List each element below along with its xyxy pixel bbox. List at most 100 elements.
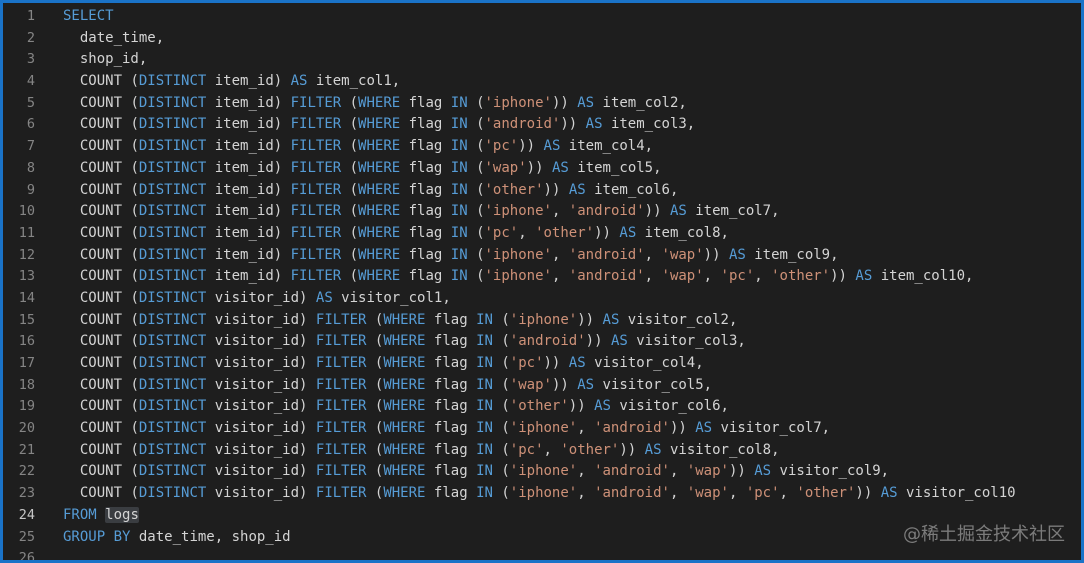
- code-text: COUNT (DISTINCT item_id) FILTER (WHERE f…: [63, 266, 974, 288]
- code-line[interactable]: 19 COUNT (DISTINCT visitor_id) FILTER (W…: [3, 396, 1081, 418]
- sql-token: (: [492, 376, 510, 393]
- sql-token: (: [492, 398, 510, 415]
- sql-token: (: [130, 246, 139, 263]
- sql-keyword: FILTER: [315, 398, 367, 415]
- sql-string: 'iphone': [484, 268, 552, 285]
- sql-keyword: DISTINCT: [138, 159, 207, 176]
- code-text: COUNT (DISTINCT visitor_id) FILTER (WHER…: [63, 440, 780, 462]
- sql-keyword: WHERE: [358, 268, 401, 285]
- sql-token: )): [551, 94, 578, 111]
- sql-token: )): [594, 224, 620, 241]
- sql-keyword: IN: [450, 268, 468, 285]
- code-line[interactable]: 23 COUNT (DISTINCT visitor_id) FILTER (W…: [3, 483, 1081, 505]
- sql-keyword: GROUP BY: [63, 528, 131, 545]
- sql-keyword: WHERE: [358, 181, 401, 198]
- code-line[interactable]: 2 date_time,: [3, 28, 1081, 50]
- sql-token: visitor_id): [206, 485, 316, 502]
- code-line[interactable]: 12 COUNT (DISTINCT item_id) FILTER (WHER…: [3, 245, 1081, 267]
- sql-token: flag: [425, 311, 477, 328]
- sql-token: )): [526, 159, 552, 176]
- sql-keyword: FILTER: [315, 355, 367, 371]
- sql-keyword: IN: [476, 420, 493, 437]
- sql-keyword: FROM: [63, 506, 97, 523]
- sql-token: COUNT: [63, 116, 131, 133]
- code-line[interactable]: 26: [3, 548, 1081, 560]
- line-number: 18: [18, 376, 35, 393]
- sql-string: 'android': [594, 463, 670, 480]
- code-line[interactable]: 6 COUNT (DISTINCT item_id) FILTER (WHERE…: [3, 114, 1081, 136]
- code-line[interactable]: 3 shop_id,: [3, 49, 1081, 71]
- line-number: 12: [18, 246, 35, 263]
- sql-token: (: [366, 355, 384, 371]
- sql-token: (: [130, 398, 139, 415]
- sql-token: ,: [577, 420, 595, 437]
- code-line[interactable]: 7 COUNT (DISTINCT item_id) FILTER (WHERE…: [3, 136, 1081, 158]
- sql-string: 'pc': [745, 485, 780, 502]
- sql-token: )): [703, 246, 729, 263]
- sql-token: visitor_id): [206, 463, 316, 480]
- sql-token: (: [341, 94, 359, 111]
- sql-token: visitor_col4,: [585, 355, 704, 371]
- code-line[interactable]: 11 COUNT (DISTINCT item_id) FILTER (WHER…: [3, 223, 1081, 245]
- code-text: COUNT (DISTINCT visitor_id) FILTER (WHER…: [63, 418, 830, 440]
- sql-keyword: AS: [315, 289, 333, 306]
- sql-string: 'other': [796, 485, 856, 502]
- sql-keyword: FILTER: [315, 311, 367, 328]
- sql-token: (: [467, 246, 485, 263]
- line-number: 13: [18, 268, 35, 285]
- line-number: 6: [26, 116, 35, 133]
- sql-string: 'pc': [509, 441, 544, 458]
- code-text: COUNT (DISTINCT visitor_id) FILTER (WHER…: [63, 310, 738, 332]
- sql-token: COUNT: [63, 441, 131, 458]
- sql-token: flag: [425, 355, 477, 371]
- line-number: 10: [18, 203, 35, 220]
- sql-token: item_col8,: [636, 224, 729, 241]
- sql-token: ,: [518, 224, 536, 241]
- sql-keyword: AS: [568, 355, 586, 371]
- code-line[interactable]: 20 COUNT (DISTINCT visitor_id) FILTER (W…: [3, 418, 1081, 440]
- sql-token: item_col7,: [686, 203, 780, 220]
- code-line[interactable]: 5 COUNT (DISTINCT item_id) FILTER (WHERE…: [3, 93, 1081, 115]
- sql-keyword: IN: [476, 376, 493, 393]
- code-line[interactable]: 9 COUNT (DISTINCT item_id) FILTER (WHERE…: [3, 180, 1081, 202]
- code-line[interactable]: 22 COUNT (DISTINCT visitor_id) FILTER (W…: [3, 461, 1081, 483]
- code-line[interactable]: 4 COUNT (DISTINCT item_id) AS item_col1,: [3, 71, 1081, 93]
- code-line[interactable]: 17 COUNT (DISTINCT visitor_id) FILTER (W…: [3, 353, 1081, 375]
- code-line[interactable]: 13 COUNT (DISTINCT item_id) FILTER (WHER…: [3, 266, 1081, 288]
- sql-token: )): [585, 333, 611, 350]
- sql-keyword: DISTINCT: [138, 376, 207, 393]
- sql-keyword: WHERE: [383, 355, 426, 371]
- code-line[interactable]: 15 COUNT (DISTINCT visitor_id) FILTER (W…: [3, 310, 1081, 332]
- sql-string: 'wap': [509, 376, 552, 393]
- sql-token: ,: [754, 268, 772, 285]
- sql-token: flag: [400, 116, 451, 133]
- code-line[interactable]: 8 COUNT (DISTINCT item_id) FILTER (WHERE…: [3, 158, 1081, 180]
- sql-token: visitor_id): [206, 398, 316, 415]
- sql-string: 'iphone': [509, 311, 578, 328]
- sql-token: COUNT: [63, 333, 131, 350]
- sql-string: 'iphone': [509, 420, 578, 437]
- line-number: 15: [18, 311, 35, 328]
- code-line[interactable]: 14 COUNT (DISTINCT visitor_id) AS visito…: [3, 288, 1081, 310]
- sql-keyword: DISTINCT: [138, 485, 207, 502]
- code-line[interactable]: 16 COUNT (DISTINCT visitor_id) FILTER (W…: [3, 331, 1081, 353]
- sql-token: flag: [425, 463, 477, 480]
- code-line[interactable]: 21 COUNT (DISTINCT visitor_id) FILTER (W…: [3, 440, 1081, 462]
- code-line[interactable]: 18 COUNT (DISTINCT visitor_id) FILTER (W…: [3, 375, 1081, 397]
- sql-keyword: DISTINCT: [138, 94, 207, 111]
- code-text: COUNT (DISTINCT visitor_id) FILTER (WHER…: [63, 483, 1016, 505]
- sql-keyword: AS: [644, 441, 662, 458]
- sql-keyword: WHERE: [383, 311, 426, 328]
- sql-keyword: WHERE: [358, 116, 401, 133]
- sql-token: (: [366, 311, 384, 328]
- sql-token: ,: [644, 246, 662, 263]
- sql-keyword: FILTER: [315, 485, 367, 502]
- sql-keyword: AS: [594, 398, 611, 415]
- sql-token: ,: [669, 463, 687, 480]
- sql-keyword: AS: [585, 116, 603, 133]
- code-line[interactable]: 10 COUNT (DISTINCT item_id) FILTER (WHER…: [3, 201, 1081, 223]
